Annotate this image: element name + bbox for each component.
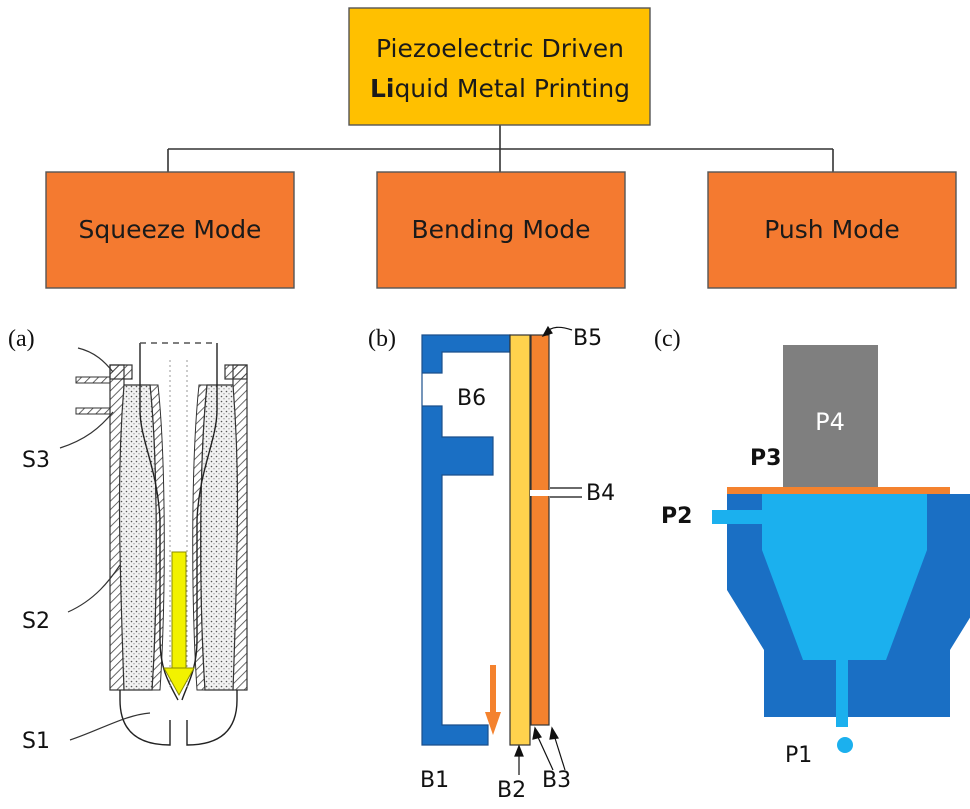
mode-label-squeeze: Squeeze Mode [79,215,262,244]
push-piston [783,345,878,487]
label-b3: B3 [542,768,571,793]
leader-lines-a [59,347,151,741]
bending-chamber-body [421,334,511,746]
label-p3: P3 [750,446,781,471]
push-nozzle-channel [836,655,848,727]
label-p2: P2 [661,504,692,529]
root-title-line2: Liquid Metal Printing [370,74,630,103]
label-b4: B4 [586,481,615,506]
bending-plate-yellow [509,334,531,746]
panel-letter-a: (a) [8,326,35,352]
panel-letter-b: (b) [368,326,396,352]
push-ink-chamber [762,494,927,717]
label-p4: P4 [815,408,845,436]
mode-label-push: Push Mode [764,215,899,244]
label-b6: B6 [457,386,486,411]
mode-label-bending: Bending Mode [412,215,591,244]
panel-letter-c: (c) [654,326,681,352]
bending-electrode-gap [530,490,550,496]
push-droplet [837,737,853,753]
flow-arrow-yellow [163,551,195,697]
label-b5: B5 [573,326,602,351]
tree-connectors [167,125,834,172]
bending-plate-orange [530,334,550,726]
label-s3: S3 [22,448,50,473]
label-p1: P1 [785,743,812,768]
label-s1: S1 [22,729,50,754]
mode-box-bending: Bending Mode [376,171,626,289]
push-inlet-tube [712,510,762,524]
leader-lines-b [514,325,582,775]
mode-box-push: Push Mode [707,171,957,289]
flow-arrow-orange [485,665,501,735]
mode-box-squeeze: Squeeze Mode [45,171,295,289]
label-s2: S2 [22,609,50,634]
root-title-line1: Piezoelectric Driven [376,34,624,63]
label-b2: B2 [497,778,526,803]
root-box: Piezoelectric Driven Liquid Metal Printi… [348,7,651,126]
squeeze-nozzle [75,342,248,746]
label-b1: B1 [420,768,449,793]
push-diaphragm [727,487,950,494]
